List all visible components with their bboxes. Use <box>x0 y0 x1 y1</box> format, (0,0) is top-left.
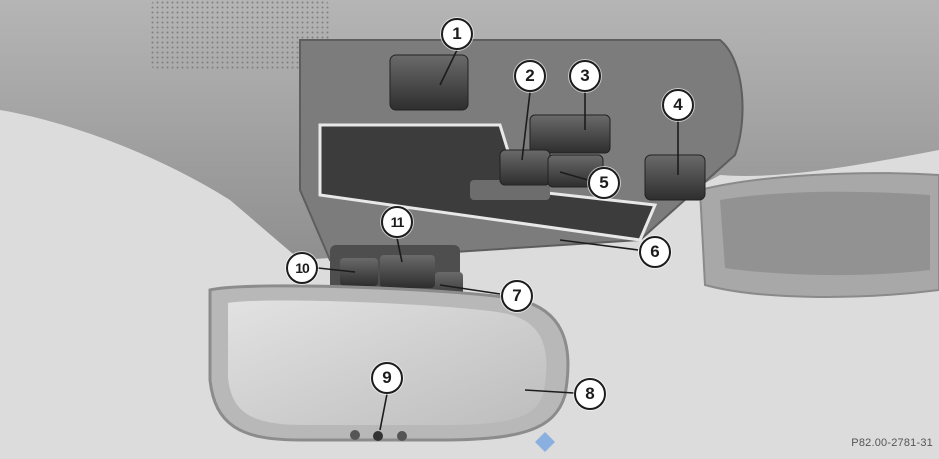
callout-4: 4 <box>662 89 694 121</box>
button-11 <box>380 255 435 288</box>
callout-2: 2 <box>514 60 546 92</box>
callout-3: 3 <box>569 60 601 92</box>
callout-1: 1 <box>441 18 473 50</box>
callout-10: 10 <box>286 252 318 284</box>
callout-8: 8 <box>574 378 606 410</box>
button-1 <box>389 54 469 111</box>
callout-leaders <box>317 49 679 431</box>
mirror-light-right <box>397 431 407 441</box>
callout-11: 11 <box>381 206 413 238</box>
speaker-grille <box>150 0 330 70</box>
callout-7: 7 <box>501 280 533 312</box>
callout-9: 9 <box>371 362 403 394</box>
callout-6: 6 <box>639 236 671 268</box>
visor-recess <box>720 191 930 276</box>
mirror-sensor <box>373 431 383 441</box>
mirror-light-left <box>350 430 360 440</box>
button-2 <box>499 149 551 186</box>
callout-5: 5 <box>588 167 620 199</box>
button-4 <box>644 154 706 201</box>
marker-diamond <box>535 432 555 452</box>
button-3 <box>529 114 611 154</box>
image-reference-code: P82.00-2781-31 <box>851 437 933 449</box>
button-10 <box>340 258 378 286</box>
